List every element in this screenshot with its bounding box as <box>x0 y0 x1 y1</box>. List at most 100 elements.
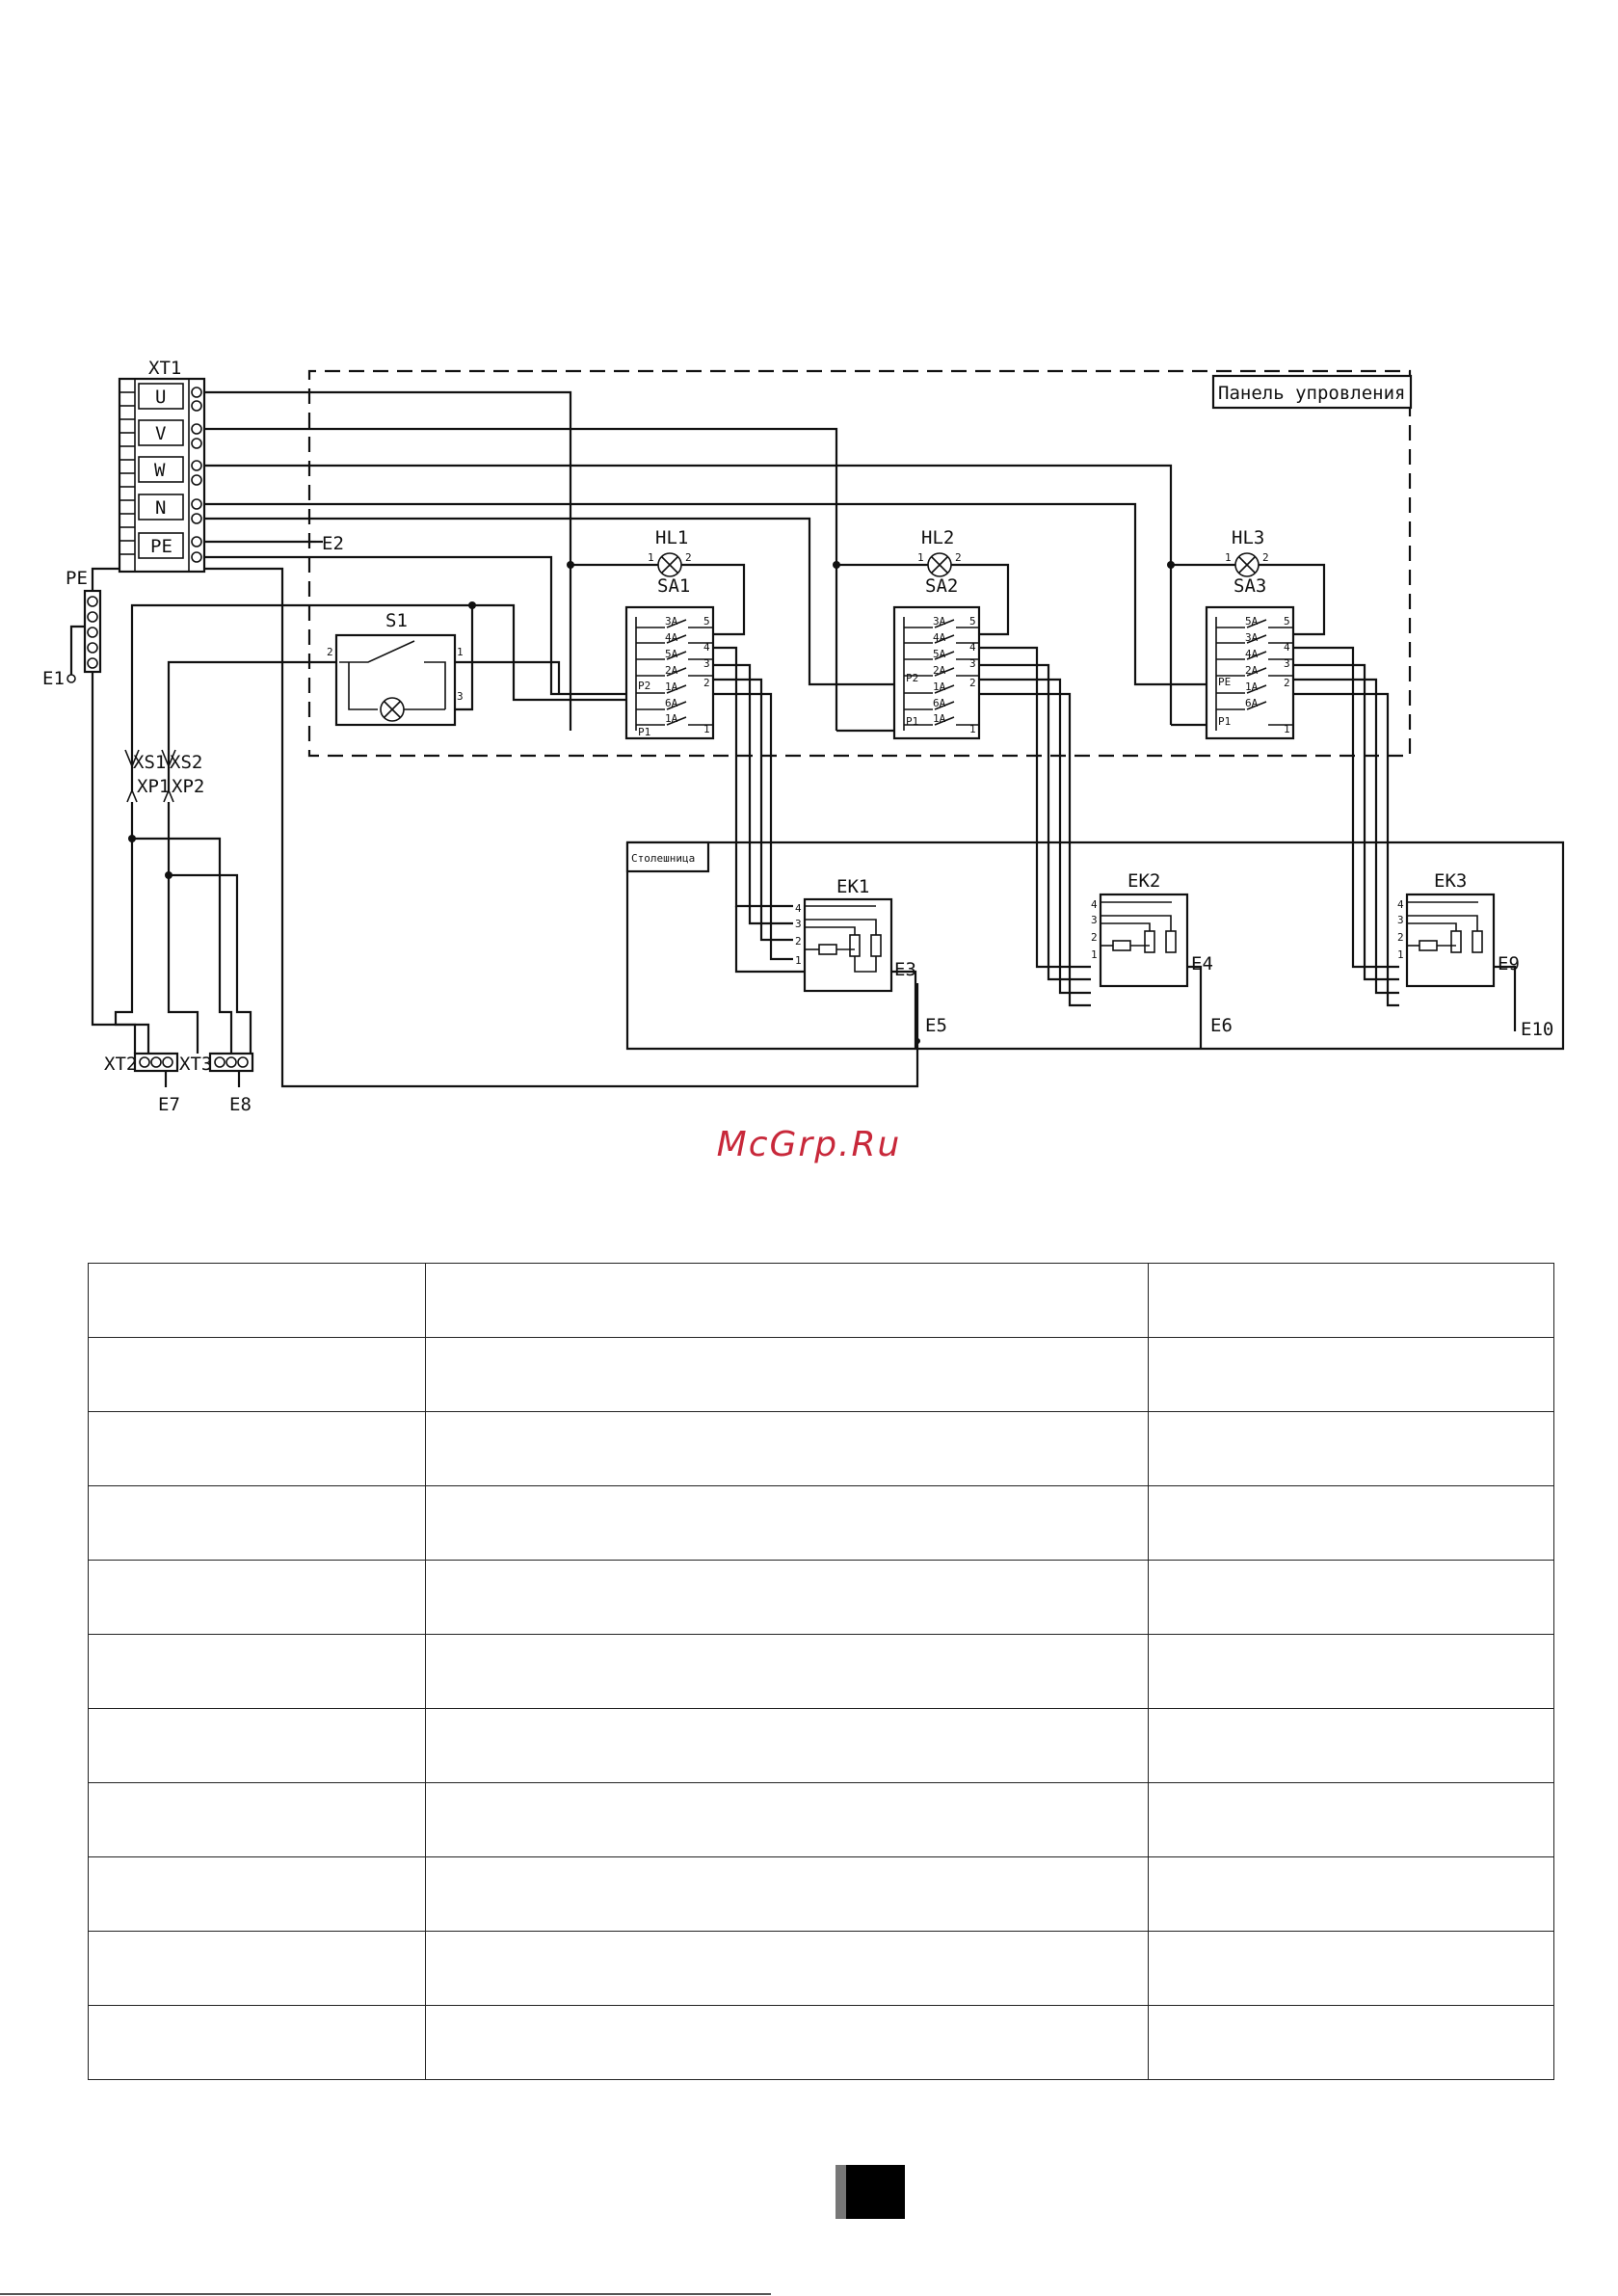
supply-wires <box>204 390 1216 1088</box>
earth-e4-label: E4 <box>1191 953 1213 974</box>
earth-e5-label: E5 <box>925 1015 947 1036</box>
terminal-n <box>138 494 184 521</box>
xt1-terminal-block <box>118 377 206 574</box>
lamp-hl3-label: HL3 <box>1232 527 1264 548</box>
table-cell <box>1148 1337 1554 1412</box>
table-cell <box>1148 1708 1554 1783</box>
xt1-screw-column-left <box>119 378 136 573</box>
table-cell <box>425 1931 1149 2006</box>
svg-text:2A: 2A <box>665 664 678 677</box>
svg-text:3: 3 <box>1397 914 1404 926</box>
s1-label: S1 <box>385 610 408 631</box>
svg-text:3: 3 <box>795 918 802 930</box>
svg-text:1: 1 <box>703 723 710 735</box>
heater-ek2: EK2 4 3 2 1 <box>1091 870 1189 988</box>
table-cell <box>425 1856 1149 1932</box>
svg-text:5A: 5A <box>665 648 678 660</box>
e3-lead <box>891 970 917 1049</box>
table-cell <box>88 1856 426 1932</box>
table-cell <box>1148 1931 1554 2006</box>
table-cell <box>88 1931 426 2006</box>
xp1-wire <box>114 802 137 1054</box>
connector-xs1-label: XS1 <box>133 752 166 773</box>
s1-to-xs2 <box>167 660 336 790</box>
svg-text:2: 2 <box>1284 677 1290 689</box>
table-cell <box>1148 1263 1554 1338</box>
svg-text:1A: 1A <box>933 681 946 693</box>
earth-e1-label: E1 <box>42 668 65 689</box>
svg-text:P2: P2 <box>906 672 918 684</box>
svg-text:2: 2 <box>1091 931 1098 944</box>
s1-to-sa1 <box>472 603 626 702</box>
svg-text:1: 1 <box>1397 948 1404 961</box>
table-row <box>88 1263 1554 1338</box>
connector-xs2-label: XS2 <box>170 752 202 773</box>
table-cell <box>1148 1411 1554 1486</box>
svg-text:6A: 6A <box>665 697 678 709</box>
terminal-n-label: N <box>155 497 166 519</box>
countertop-label-box <box>625 841 710 873</box>
ek1-feed <box>734 906 805 974</box>
svg-text:1A: 1A <box>933 712 946 725</box>
table-cell <box>88 1708 426 1783</box>
e1-terminal <box>66 674 76 683</box>
table-cell <box>1148 1856 1554 1932</box>
socket-xt3-label: XT3 <box>179 1054 212 1075</box>
earth-e6-label: E6 <box>1210 1015 1233 1036</box>
sa1-label: SA1 <box>657 575 690 597</box>
table-cell <box>425 1782 1149 1857</box>
pe-link <box>91 567 119 591</box>
pe-bar-label: PE <box>66 568 88 589</box>
svg-text:5: 5 <box>1284 615 1290 627</box>
svg-text:1: 1 <box>1225 551 1232 564</box>
page-marker-edge <box>836 2165 846 2219</box>
xp2-wire <box>167 802 199 1054</box>
lamp-hl1-label: HL1 <box>655 527 688 548</box>
table-cell <box>425 1337 1149 1412</box>
socket-xt2 <box>133 1052 179 1073</box>
table-row <box>88 1485 1554 1561</box>
s1-pin-1: 1 <box>457 646 464 658</box>
svg-text:P2: P2 <box>638 680 650 692</box>
table-row <box>88 1337 1554 1412</box>
e9-lead <box>1494 965 1517 1031</box>
svg-text:P1: P1 <box>638 726 650 738</box>
bridge-1 <box>132 837 233 1054</box>
table-cell <box>1148 1485 1554 1561</box>
table-row <box>88 1856 1554 1932</box>
pe-to-xt2 <box>91 672 150 1054</box>
terminal-pe <box>138 532 184 559</box>
svg-text:2: 2 <box>795 935 802 948</box>
svg-text:3: 3 <box>969 657 976 670</box>
earth-e7-label: E7 <box>158 1094 180 1115</box>
bridge-2 <box>169 873 252 1054</box>
svg-text:1A: 1A <box>1245 681 1259 693</box>
table-row <box>88 1560 1554 1635</box>
s1-return <box>424 661 446 709</box>
watermark: McGrp.Ru <box>716 1125 902 1164</box>
earth-e8-label: E8 <box>229 1094 252 1115</box>
svg-text:3: 3 <box>703 657 710 670</box>
lamp-hl2-label: HL2 <box>921 527 954 548</box>
svg-text:2: 2 <box>955 551 962 564</box>
table-cell <box>425 2005 1149 2080</box>
connector-xp2-label: XP2 <box>172 776 204 797</box>
svg-text:P1: P1 <box>1218 715 1231 728</box>
svg-text:4A: 4A <box>665 631 678 644</box>
page-marker <box>836 2165 905 2219</box>
selector-switch-sa2: SA2 3A 4A 5A 2A 1A 6A 1A 5 4 3 2 1 P2 P1 <box>836 575 1091 1007</box>
selector-switch-sa3: SA3 5A 3A 4A 2A 1A 6A 5 4 3 2 1 PE P1 <box>1171 575 1399 1007</box>
svg-text:1A: 1A <box>665 681 678 693</box>
svg-text:4: 4 <box>1091 898 1098 911</box>
table-cell <box>425 1485 1149 1561</box>
specification-table <box>88 1263 1554 2080</box>
table-row <box>88 2005 1554 2080</box>
svg-text:4: 4 <box>1284 641 1290 654</box>
selector-switch-sa1: SA1 3A 4A 5A 2A 1A 6A 1A 5 4 3 2 1 P2 P1 <box>624 575 793 961</box>
table-cell <box>88 1560 426 1635</box>
pe-bar-screws <box>87 596 98 669</box>
svg-text:1: 1 <box>969 723 976 735</box>
table-cell <box>425 1560 1149 1635</box>
sa3-label: SA3 <box>1233 575 1266 597</box>
